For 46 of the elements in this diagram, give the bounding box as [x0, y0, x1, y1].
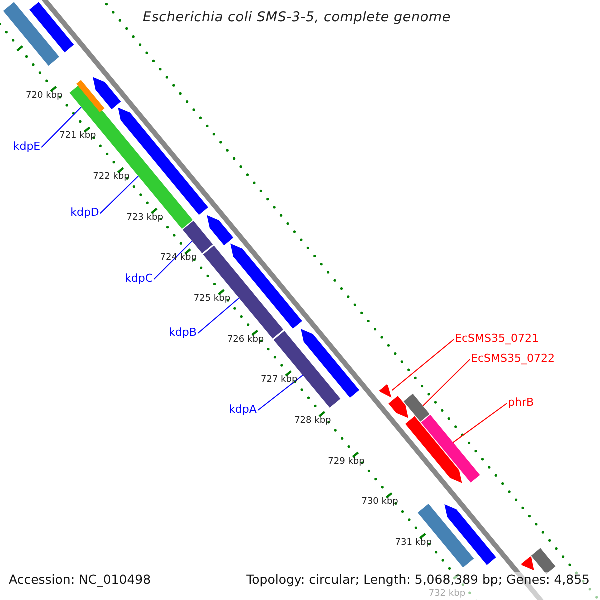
- scale-label: 730 kbp: [362, 498, 398, 508]
- leader-line: [100, 176, 140, 214]
- gene-feature: [301, 329, 360, 398]
- scale-label: 720 kbp: [26, 92, 63, 102]
- scale-label: 722 kbp: [93, 173, 130, 184]
- gene-label: kdpB: [169, 326, 197, 340]
- gene-label: kdpA: [229, 404, 257, 416]
- scale-label: 726 kbp: [227, 336, 264, 346]
- scale-label: 729 kbp: [328, 458, 365, 468]
- leader-line: [154, 240, 193, 280]
- scale-label: 732 kbp: [428, 590, 466, 600]
- gene-feature: [182, 221, 214, 254]
- gene-label: phrB: [508, 396, 534, 410]
- gene-feature: [30, 2, 74, 53]
- scale-label: 728 kbp: [294, 416, 332, 427]
- gene-label: EcSMS35_0721: [455, 332, 539, 346]
- gene-label: EcSMS35_0722: [471, 352, 555, 366]
- gene-feature: [93, 77, 122, 110]
- gene-feature: [421, 415, 480, 483]
- gene-feature: [207, 215, 234, 246]
- gene-feature: [379, 384, 392, 398]
- gene-feature: [531, 548, 556, 574]
- gene-feature: [444, 504, 496, 566]
- gene-label: kdpE: [13, 140, 41, 154]
- gene-feature: [3, 2, 60, 66]
- scale-label: 725 kbp: [194, 295, 231, 305]
- genome-stats-text: Topology: circular; Length: 5,068,389 bp; Genes: 4,855: [246, 573, 590, 587]
- leader-line: [422, 359, 471, 407]
- accession-text: Accession: NC_010498: [9, 573, 152, 587]
- gene-feature: [406, 416, 462, 484]
- scale-label: 731 kbp: [395, 538, 432, 549]
- leader-line: [392, 339, 455, 392]
- gene-label: kdpC: [125, 272, 153, 286]
- gene-label: kdpD: [70, 206, 100, 220]
- gene-feature: [388, 396, 408, 418]
- gene-feature: [230, 244, 302, 329]
- gene-feature: [418, 504, 474, 568]
- scale-label: 721 kbp: [60, 132, 96, 142]
- gene-feature: [404, 394, 430, 422]
- scale-label: 723 kbp: [126, 214, 164, 224]
- map-title: Escherichia coli SMS-3-5, complete genome: [143, 10, 451, 26]
- leader-line: [197, 298, 240, 334]
- gene-feature: [521, 556, 534, 571]
- scale-label: 727 kbp: [261, 376, 298, 386]
- leader-line: [257, 374, 304, 412]
- gene-feature: [76, 80, 105, 112]
